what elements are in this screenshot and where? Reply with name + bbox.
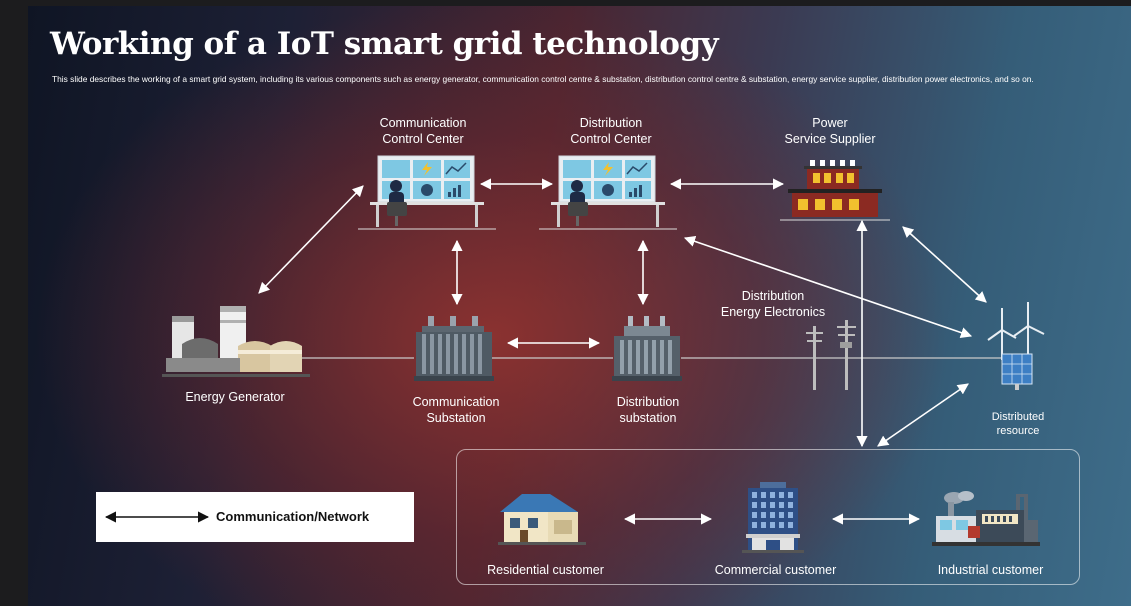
label-line: Communication bbox=[412, 395, 500, 409]
arrow-supplier-resource bbox=[902, 226, 987, 303]
customers-group bbox=[456, 449, 1080, 585]
factory-icon bbox=[932, 491, 1040, 546]
label-residential-customer: Residential customer bbox=[487, 563, 604, 577]
network-connections bbox=[258, 178, 1003, 525]
power-plant-building-icon bbox=[780, 160, 890, 221]
arrow-dist-center-resource bbox=[683, 235, 973, 339]
label-line: Energy Electronics bbox=[720, 305, 826, 319]
label-communication-control-center: Communication Control Center bbox=[373, 115, 473, 147]
label-communication-substation: Communication Substation bbox=[401, 394, 511, 426]
label-line: Distribution bbox=[741, 289, 805, 303]
label-line: Distribution bbox=[616, 395, 680, 409]
label-industrial-customer: Industrial customer bbox=[937, 563, 1044, 577]
control-center-icon bbox=[539, 155, 677, 230]
transformer-icon bbox=[414, 316, 494, 381]
label-line: resource bbox=[996, 425, 1040, 437]
page-description: This slide describes the working of a sm… bbox=[52, 74, 1034, 84]
label-commercial-customer: Commercial customer bbox=[714, 563, 837, 577]
label-power-service-supplier: Power Service Supplier bbox=[770, 115, 890, 147]
label-distribution-substation: Distribution substation bbox=[598, 394, 698, 426]
label-energy-generator: Energy Generator bbox=[185, 390, 285, 404]
label-line: Control Center bbox=[382, 132, 464, 146]
label-distribution-control-center: Distribution Control Center bbox=[561, 115, 661, 147]
legend-arrow-icon bbox=[104, 511, 210, 523]
wind-solar-icon bbox=[987, 302, 1045, 390]
label-line: Substation bbox=[426, 411, 486, 425]
energy-generator-icon bbox=[162, 306, 310, 377]
legend: Communication/Network bbox=[96, 492, 414, 542]
house-icon bbox=[498, 494, 586, 545]
page-title: Working of a IoT smart grid technology bbox=[50, 26, 719, 62]
slide: Working of a IoT smart grid technology T… bbox=[28, 6, 1131, 606]
office-building-icon bbox=[742, 482, 804, 553]
utility-pole-icon bbox=[806, 320, 856, 390]
label-line: Service Supplier bbox=[784, 132, 876, 146]
label-line: Distributed bbox=[991, 411, 1045, 423]
label-line: Communication bbox=[379, 116, 467, 130]
label-line: substation bbox=[619, 411, 677, 425]
label-distribution-energy-electronics: Distribution Energy Electronics bbox=[708, 288, 838, 320]
label-line: Distribution bbox=[579, 116, 643, 130]
legend-label: Communication/Network bbox=[216, 509, 370, 524]
label-line: Control Center bbox=[570, 132, 652, 146]
arrow-resource-customers bbox=[877, 383, 969, 447]
transformer-icon bbox=[612, 316, 682, 381]
arrow-generator-comm-center bbox=[258, 185, 364, 294]
label-line: Power bbox=[812, 116, 848, 130]
control-center-icon bbox=[358, 155, 496, 230]
label-distributed-resource: Distributed resource bbox=[973, 410, 1063, 438]
